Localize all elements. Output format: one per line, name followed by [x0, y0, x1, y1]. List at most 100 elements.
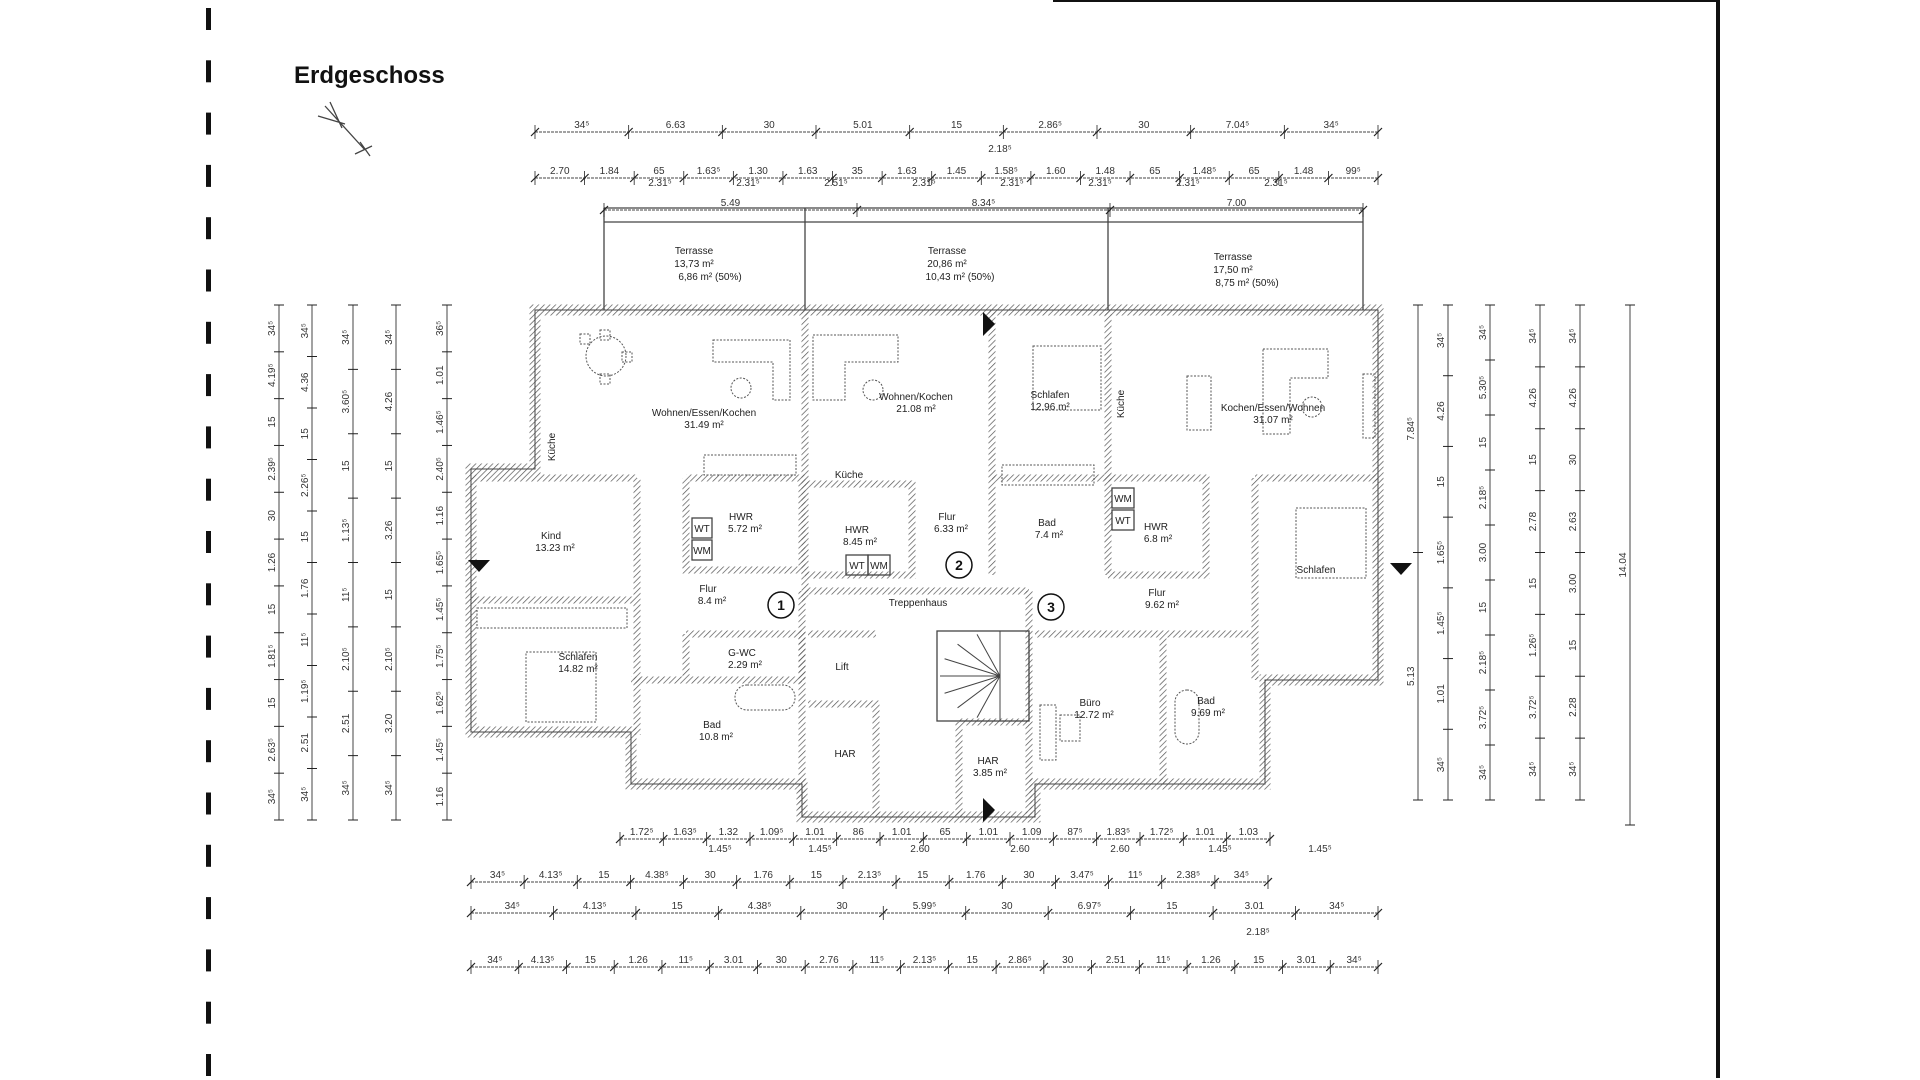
terraces	[603, 207, 1364, 310]
dimension-label: 1.45⁵	[708, 844, 732, 855]
dimension-label: 15	[672, 901, 684, 912]
room-name: HWR	[845, 525, 869, 536]
dimension-label: 15	[1253, 955, 1265, 966]
binding-marks	[206, 8, 211, 1076]
dimension-label: 3.20	[384, 713, 395, 733]
dimension-label: 15	[967, 955, 979, 966]
room-name: Bad	[1197, 696, 1215, 707]
dimension-label: 2.60	[1110, 844, 1130, 855]
dimension-label: 1.26	[1201, 955, 1221, 966]
section-marker-icon	[983, 312, 995, 336]
dimension-label: 6.63	[666, 120, 686, 131]
dimension-label: 2.63	[1568, 511, 1579, 531]
dimension-label: 2.18⁵	[1478, 486, 1489, 510]
dimension-label: 2.51	[1106, 955, 1126, 966]
dimension-label: 3.26	[384, 520, 395, 540]
binding-mark	[206, 374, 211, 397]
dimension-label: 5.99⁵	[913, 901, 937, 912]
dimension-label: 15	[917, 870, 929, 881]
section-markers	[468, 312, 1412, 822]
dimension-label: 1.63⁵	[673, 827, 697, 838]
dimension-label: 1.48⁵	[1193, 166, 1217, 177]
apartment-number-1: 1	[777, 597, 785, 613]
room-area: 14.82 m²	[558, 664, 598, 675]
room-area: 2.29 m²	[728, 660, 763, 671]
terrace-share: 6,86 m² (50%)	[678, 272, 741, 283]
dimension-label: 1.45⁵	[1208, 844, 1232, 855]
dimension-label: 34⁵	[267, 321, 278, 336]
dimension-label: 4.38⁵	[645, 870, 669, 881]
binding-mark	[206, 949, 211, 972]
dimension-label: 34⁵	[487, 955, 502, 966]
room-area: 6.8 m²	[1144, 534, 1173, 545]
staircase	[936, 630, 1030, 722]
dimension-label: 1.45⁵	[435, 738, 446, 762]
binding-mark	[206, 426, 211, 449]
dimension-label: 1.63	[798, 166, 818, 177]
dimension-label: 15	[341, 460, 352, 472]
wt-label: WT	[849, 561, 865, 572]
dimension-label: 1.19⁵	[300, 679, 311, 703]
room-name: Flur	[1148, 588, 1166, 599]
dimension-label: 15	[598, 870, 610, 881]
dimension-label: 34⁵	[341, 330, 352, 345]
room-area: 3.85 m²	[973, 768, 1008, 779]
dimension-label: 34⁵	[490, 870, 505, 881]
north-arrow-icon	[317, 101, 373, 157]
room-name: Bad	[1038, 518, 1056, 529]
dimension-label: 30	[1001, 901, 1013, 912]
dimension-label: 5.30⁵	[1478, 376, 1489, 400]
wm-label: WM	[870, 561, 888, 572]
dimension-label: 2.86⁵	[1008, 955, 1032, 966]
room-labels: Wohnen/Essen/Kochen 31.49 m² Wohnen/Koch…	[535, 389, 1335, 779]
section-marker-icon	[1390, 563, 1412, 575]
dimension-label: 2.10⁵	[341, 647, 352, 671]
dimension-label: 30	[705, 870, 717, 881]
room-name: HAR	[977, 756, 998, 767]
dimension-label: 2.31⁵	[1088, 178, 1112, 189]
dimension-label: 34⁵	[1324, 120, 1339, 131]
dimension-label: 1.72⁵	[1150, 827, 1174, 838]
dimension-label: 1.84	[600, 166, 620, 177]
dimension-label: 1.03	[1239, 827, 1259, 838]
dimension-label: 34⁵	[505, 901, 520, 912]
binding-mark	[206, 635, 211, 658]
dimension-label: 65	[1248, 166, 1260, 177]
dimension-label: 34⁵	[1234, 870, 1249, 881]
dimension-label: 5.49	[721, 198, 741, 209]
dimension-label: 65	[653, 166, 665, 177]
dimension-label: 2.39⁵	[267, 457, 278, 481]
room-area: 8.45 m²	[843, 537, 878, 548]
dimension-label: 35	[852, 166, 864, 177]
dimension-label: 34⁵	[1436, 757, 1447, 772]
dimension-label: 65	[1149, 166, 1161, 177]
dimension-label: 15	[811, 870, 823, 881]
dimension-label: 1.01	[1195, 827, 1215, 838]
dimension-label: 3.60⁵	[341, 390, 352, 414]
dimension-label: 99⁵	[1346, 166, 1361, 177]
dimension-label: 36⁵	[435, 321, 446, 336]
dimension-label: 11⁵	[679, 955, 694, 966]
dimension-label: 2.60	[1010, 844, 1030, 855]
dimension-label: 15	[951, 120, 963, 131]
dimension-label: 4.26	[384, 391, 395, 411]
room-area: 7.4 m²	[1035, 530, 1064, 541]
dimension-label: 15	[1436, 476, 1447, 488]
binding-mark	[206, 844, 211, 867]
apartment-number-3: 3	[1047, 599, 1055, 615]
binding-mark	[206, 164, 211, 187]
dimension-label: 1.26	[267, 552, 278, 572]
room-name: Büro	[1079, 698, 1101, 709]
stair-tread	[976, 634, 1001, 677]
dimension-label: 7.84⁵	[1406, 417, 1417, 441]
interior-walls	[471, 310, 1378, 817]
section-marker-icon	[983, 798, 995, 822]
room-area: 12.72 m²	[1074, 710, 1114, 721]
dimension-label: 2.18⁵	[1478, 651, 1489, 675]
terrace-share: 10,43 m² (50%)	[926, 272, 995, 283]
dimension-label: 34⁵	[300, 323, 311, 338]
dimension-label: 15	[1478, 602, 1489, 614]
dimension-label: 30	[1062, 955, 1074, 966]
dimension-label: 2.51	[300, 733, 311, 753]
